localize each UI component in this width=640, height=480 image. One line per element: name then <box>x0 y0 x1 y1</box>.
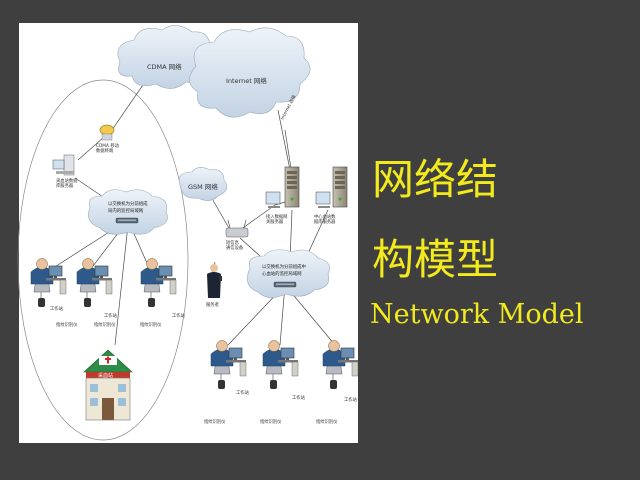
right-workstations: 工作站 工作站 工作站 指纹识别仪 指纹识别仪 指纹识别仪 <box>204 340 359 425</box>
ws-label-r1: 工作站 <box>236 389 250 396</box>
ws-label-l1: 工作站 <box>50 305 64 312</box>
center-server-label-2: 据库服务器 <box>314 218 336 225</box>
left-lan-label-2: 局内的监控局域网 <box>108 207 144 214</box>
sms-device-icon: 短信息 通信设备 <box>225 219 249 251</box>
left-server-icon: 采血站数据 库服务器 <box>52 154 78 189</box>
reader-label-r2: 指纹识别仪 <box>260 418 282 425</box>
reader-label-l1: 指纹识别仪 <box>56 321 78 328</box>
reader-label-r1: 指纹识别仪 <box>204 418 226 425</box>
title-line-2: 构模型 <box>372 235 498 284</box>
ws-label-r2: 工作站 <box>292 394 306 401</box>
hospital-sign-label: 采血站 <box>98 372 113 379</box>
hospital-building-icon: 采血站 <box>83 349 133 421</box>
sms-device-label-1: 短信息 <box>226 239 240 246</box>
mobile-user-label: 服务者 <box>206 301 220 308</box>
cdma-cloud-label: CDMA 网络 <box>147 62 182 71</box>
right-lan-label-1: 以交换机为分前组成中 <box>262 263 306 270</box>
ws-label-r3: 工作站 <box>344 396 358 403</box>
center-server-label-1: 中心血站数 <box>314 213 336 220</box>
reader-label-l2: 指纹识别仪 <box>94 321 116 328</box>
title-subtitle: Network Model <box>370 299 583 330</box>
cdma-terminal-icon: CDMA 移动 数据终端 <box>96 124 120 154</box>
title-line-1: 网络结 <box>372 155 498 204</box>
ws-label-l2: 工作站 <box>104 312 118 319</box>
cdma-terminal-label-1: CDMA 移动 <box>96 142 120 149</box>
internet-cloud: Internet 网络 <box>189 27 311 118</box>
right-lan-cloud: 以交换机为分前组成中 心血站的监控局域网 <box>247 249 330 298</box>
left-site-boundary <box>17 79 189 441</box>
diagram-panel <box>19 23 358 443</box>
left-server-label-2: 库服务器 <box>56 182 74 189</box>
left-lan-label-1: 以交换机为分前组成 <box>108 200 148 207</box>
mobile-user-icon: 服务者 <box>206 264 222 308</box>
right-lan-label-2: 心血站的监控局域网 <box>262 270 302 277</box>
gateway-server-label-1: 接入数据网 <box>266 213 287 220</box>
left-server-label-1: 采血站数据 <box>56 177 78 184</box>
center-server-icon: 中心血站数 据库服务器 <box>314 166 348 225</box>
ws-label-l3: 工作站 <box>172 312 186 319</box>
gateway-server-icon: 接入数据网 关服务器 <box>265 166 300 225</box>
reader-label-r3: 指纹识别仪 <box>316 418 338 425</box>
gsm-cloud: GSM 网络 <box>178 167 228 201</box>
reader-label-l3: 指纹识别仪 <box>140 321 162 328</box>
left-lan-cloud: 以交换机为分前组成 局内的监控局域网 <box>88 189 168 235</box>
internet-cloud-label: Internet 网络 <box>226 76 267 85</box>
left-workstations: 工作站 工作站 工作站 指纹识别仪 指纹识别仪 指纹识别仪 <box>30 258 186 328</box>
cdma-terminal-label-2: 数据终端 <box>96 147 114 154</box>
sms-device-label-2: 通信设备 <box>226 244 244 251</box>
gsm-cloud-label: GSM 网络 <box>188 182 218 191</box>
gateway-server-label-2: 关服务器 <box>266 218 284 225</box>
